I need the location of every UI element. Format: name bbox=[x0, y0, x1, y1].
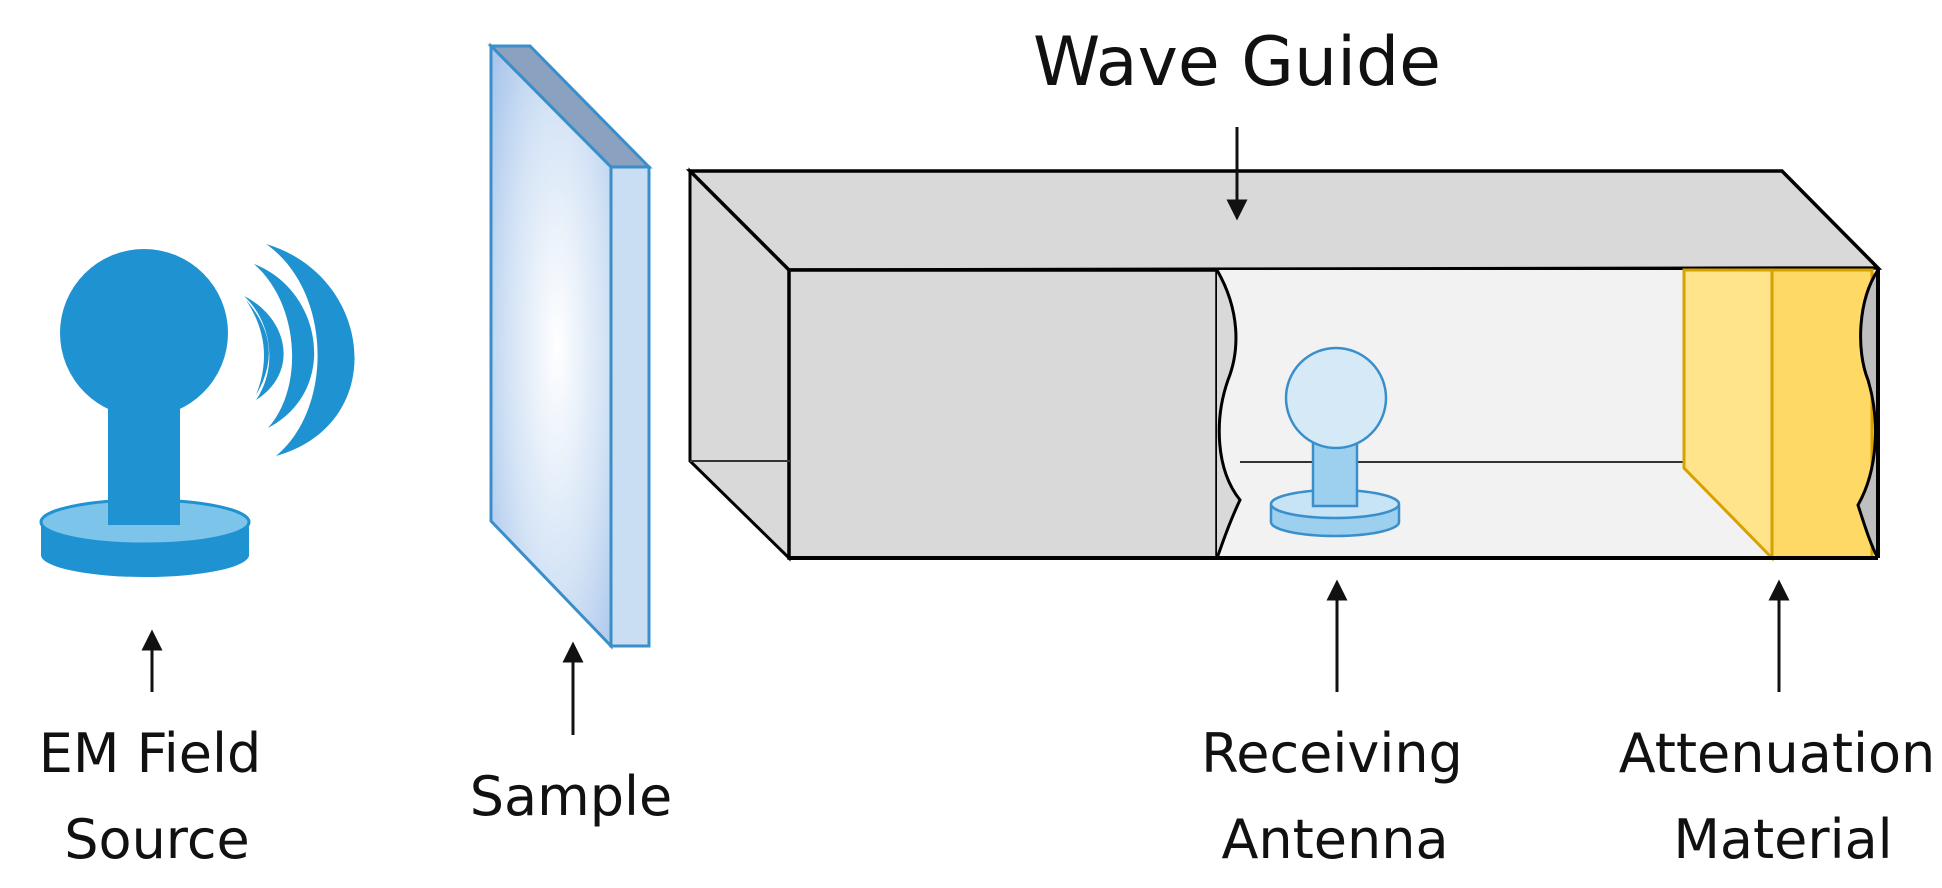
signal-waves-icon bbox=[244, 244, 355, 456]
label-wave-guide: Wave Guide bbox=[1033, 23, 1441, 102]
wave-arc-large bbox=[266, 244, 355, 456]
label-em-field-source-line1: EM Field bbox=[39, 722, 262, 785]
sample-side-face bbox=[609, 165, 651, 648]
label-receiving-antenna-line2: Antenna bbox=[1221, 808, 1448, 871]
sample-front-face bbox=[489, 42, 613, 650]
sample-plate bbox=[487, 42, 653, 650]
cut-edge-right bbox=[1856, 269, 1880, 559]
label-attenuation-material-line2: Material bbox=[1673, 808, 1892, 871]
receiving-antenna-icon bbox=[1269, 346, 1401, 538]
label-attenuation-material-line1: Attenuation bbox=[1619, 722, 1936, 785]
waveguide-front-opaque bbox=[787, 268, 1219, 560]
label-sample: Sample bbox=[470, 765, 672, 828]
cut-edge-left bbox=[1215, 269, 1242, 559]
waveguide-top-face bbox=[685, 169, 1883, 272]
wave-arc-small bbox=[246, 300, 269, 395]
em-field-source-icon bbox=[39, 249, 251, 577]
wave-arc-mid bbox=[254, 264, 315, 428]
antenna-head bbox=[1284, 346, 1388, 450]
source-head bbox=[60, 249, 228, 417]
attenuation-block bbox=[1770, 268, 1874, 560]
label-receiving-antenna-line1: Receiving bbox=[1201, 722, 1463, 785]
label-em-field-source-line2: Source bbox=[64, 808, 249, 871]
wave-guide bbox=[685, 167, 1883, 562]
wave-arc-small-fill bbox=[244, 296, 284, 400]
